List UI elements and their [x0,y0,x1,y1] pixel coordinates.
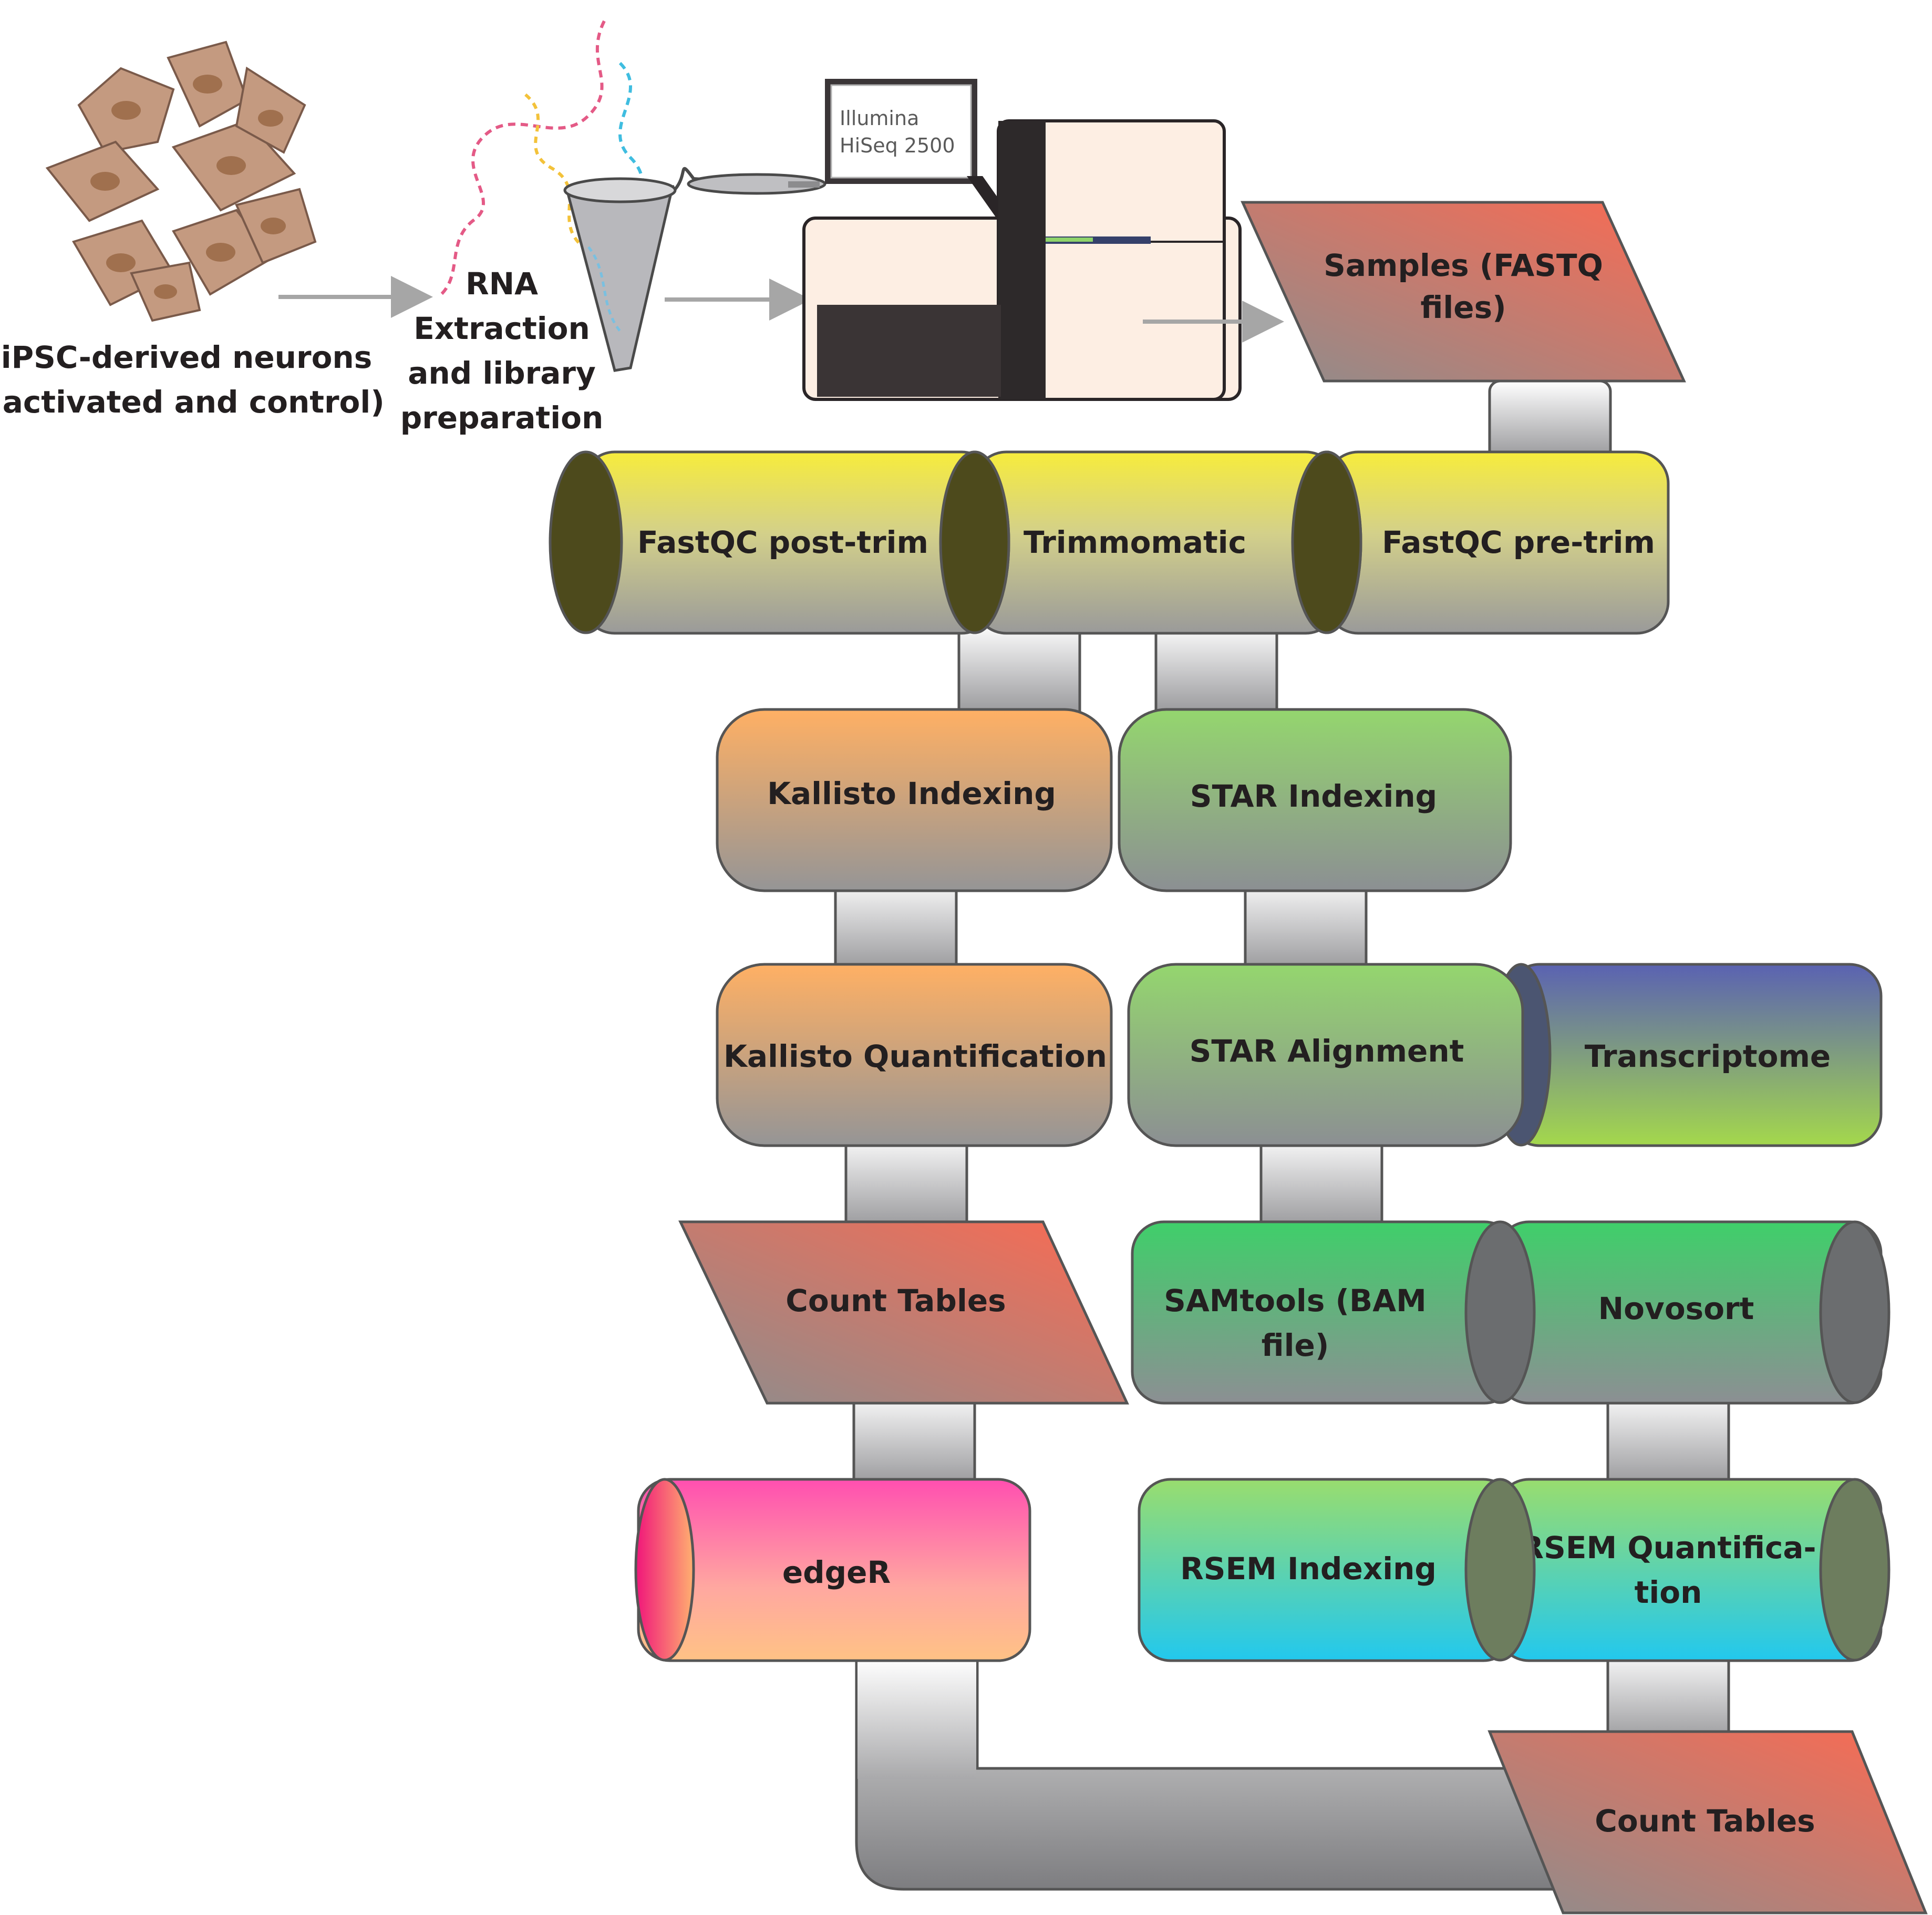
samples-node [1241,201,1686,383]
novosort-node [1496,1220,1890,1405]
samtools-label-line1: SAMtools (BAM [1164,1283,1427,1319]
fastqc-post-label: FastQC post-trim [637,524,928,560]
kallisto-indexing-node [716,708,1113,892]
count-tables-left-node [678,1220,1129,1405]
rsem-quant-label-line2: tion [1635,1574,1702,1610]
sequencer-label-line1: Illumina [840,107,919,130]
connector-trim-kallisto [957,621,1081,724]
rsem-quant-label-line1: RSEM Quantifica- [1520,1530,1816,1566]
star-alignment-label: STAR Alignment [1190,1033,1464,1069]
samples-label-line2: files) [1420,290,1506,325]
kallisto-quant-node [716,963,1113,1147]
rsem-indexing-node [1138,1478,1536,1662]
count-tables-right-label: Count Tables [1595,1803,1815,1839]
rna-tube-illustration [440,20,826,372]
samtools-label-line2: file) [1262,1327,1329,1363]
kallisto-quant-label: Kallisto Quantification [724,1038,1107,1074]
sequencer-illustration [802,79,1242,401]
star-indexing-node [1118,708,1512,892]
fastqc-post-node [549,450,1010,635]
edger-node [634,1478,1031,1662]
rna-label-line1: RNA [466,266,538,302]
sequencer-label-line2: HiSeq 2500 [840,134,955,157]
kallisto-indexing-label: Kallisto Indexing [767,776,1056,811]
neurons-label-line2: (activated and control) [0,384,385,420]
rna-label-line3: and library [408,355,596,391]
samtools-node [1131,1220,1536,1405]
star-alignment-node [1127,963,1524,1147]
count-tables-left-label: Count Tables [786,1283,1006,1319]
rsem-quant-node [1496,1478,1890,1662]
rna-label-line2: Extraction [414,311,590,346]
count-tables-right-node [1487,1730,1928,1914]
fastqc-pre-label: FastQC pre-trim [1382,524,1655,560]
connector-trim-star [1154,621,1278,724]
connectors [834,379,1730,1754]
star-indexing-label: STAR Indexing [1190,778,1437,814]
edger-to-count-tables-pipe [855,1656,1562,1891]
transcriptome-label: Transcriptome [1585,1038,1831,1074]
rsem-indexing-label: RSEM Indexing [1180,1551,1437,1587]
edger-label: edgeR [782,1554,891,1590]
rna-label-line4: preparation [400,400,604,436]
samples-label-line1: Samples (FASTQ [1324,248,1603,283]
trimmomatic-label: Trimmomatic [1024,524,1246,560]
novosort-label: Novosort [1598,1291,1754,1326]
neuron-cells-illustration [45,40,317,322]
neurons-label-line1: iPSC-derived neurons [1,339,373,375]
